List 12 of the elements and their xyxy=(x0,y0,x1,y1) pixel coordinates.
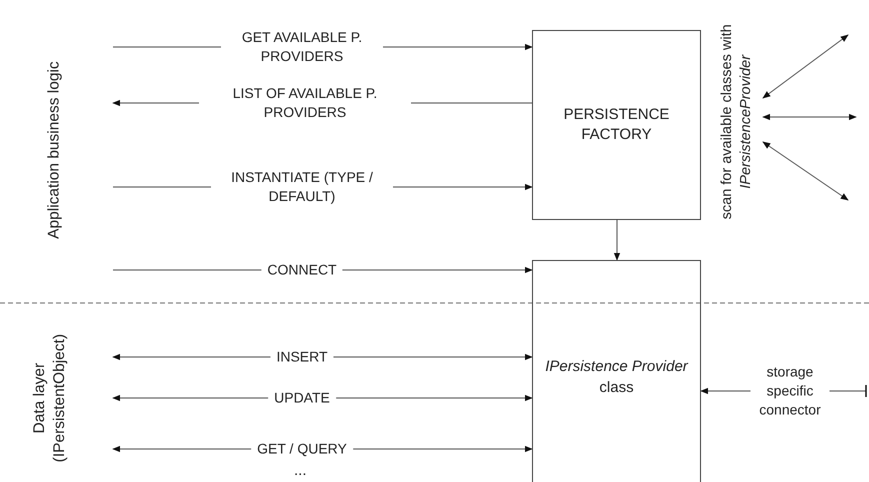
rotated-note: scan for available classes with IPersistenceProvider xyxy=(718,9,756,235)
layer-label: Data layer (IPersistentObject) xyxy=(30,332,69,464)
ellipsis-note: ... xyxy=(294,462,307,479)
arrow xyxy=(614,220,620,261)
arrow xyxy=(762,34,849,98)
arrow xyxy=(762,142,849,200)
box-label: IPersistence Provider class xyxy=(544,357,690,398)
class-box xyxy=(532,260,701,482)
box-label: PERSISTENCE FACTORY xyxy=(562,104,670,145)
class-box xyxy=(532,30,701,220)
arrow xyxy=(762,114,857,120)
layer-label: Application business logic xyxy=(44,61,64,239)
